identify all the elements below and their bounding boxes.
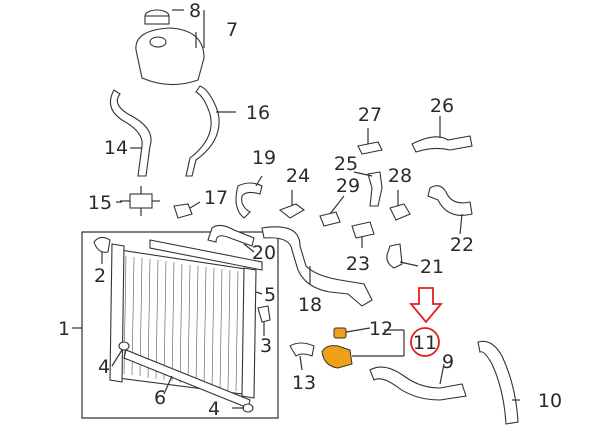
reservoir-cap-body <box>144 15 170 25</box>
hose-19 <box>235 182 263 219</box>
hose-9 <box>369 366 467 401</box>
radiator-right-tank <box>241 267 257 399</box>
label-6: 6 <box>154 387 166 409</box>
expansion-tank-group <box>135 9 205 86</box>
fitting-29 <box>319 211 341 227</box>
label-14: 14 <box>104 137 128 159</box>
hose-14 <box>109 89 152 177</box>
hose-24 <box>278 203 305 219</box>
label-2: 2 <box>94 265 106 287</box>
down-arrow-icon <box>409 287 443 324</box>
circle-highlight-icon <box>410 327 440 357</box>
expansion-tank-neck <box>149 36 167 48</box>
hose-26 <box>411 135 473 153</box>
label-4-upper: 4 <box>98 356 110 378</box>
label-24: 24 <box>286 165 310 187</box>
hose-22 <box>427 185 473 216</box>
label-11: 11 <box>413 332 437 354</box>
label-23: 23 <box>346 253 370 275</box>
label-3: 3 <box>260 335 272 357</box>
radiator-assembly <box>81 231 279 419</box>
pipe-18 <box>261 226 373 307</box>
label-25: 25 <box>334 153 358 175</box>
label-7: 7 <box>226 19 238 41</box>
lower-bushing-right <box>242 403 254 413</box>
label-1: 1 <box>58 318 70 340</box>
label-28: 28 <box>388 165 412 187</box>
mount-bracket <box>93 236 111 253</box>
hose-25 <box>367 171 383 207</box>
hose-20 <box>207 224 255 247</box>
expansion-tank <box>135 27 205 86</box>
label-12: 12 <box>369 318 393 340</box>
hose-21 <box>386 243 403 269</box>
callout-labels: 1 2 3 4 4 5 6 7 8 9 10 11 12 13 14 15 16… <box>58 0 562 420</box>
label-4-lower: 4 <box>208 398 220 420</box>
hose-27 <box>357 141 383 155</box>
label-20: 20 <box>252 242 276 264</box>
label-5: 5 <box>264 284 276 306</box>
label-10: 10 <box>538 390 562 412</box>
hose-10 <box>477 340 519 425</box>
hose-23 <box>351 221 375 239</box>
side-bracket <box>257 305 271 323</box>
label-22: 22 <box>450 234 474 256</box>
upper-mount-bar <box>149 239 263 271</box>
label-26: 26 <box>430 95 454 117</box>
label-16: 16 <box>246 102 270 124</box>
label-9: 9 <box>442 351 454 373</box>
leader-lines <box>72 9 520 409</box>
label-29: 29 <box>336 175 360 197</box>
connector-11 <box>321 345 353 369</box>
bolt-12 <box>333 327 347 339</box>
label-18: 18 <box>298 294 322 316</box>
label-19: 19 <box>252 147 276 169</box>
label-15: 15 <box>88 192 112 214</box>
fitting-15 <box>120 186 160 216</box>
label-13: 13 <box>292 372 316 394</box>
hose-16 <box>185 85 220 177</box>
fitting-17 <box>173 203 193 219</box>
label-27: 27 <box>358 104 382 126</box>
label-8: 8 <box>189 0 201 22</box>
fitting-28 <box>389 203 411 221</box>
label-17: 17 <box>204 187 228 209</box>
label-21: 21 <box>420 256 444 278</box>
hose-13 <box>289 342 315 357</box>
lower-bushing-left <box>118 341 130 351</box>
radiator-left-tank <box>109 243 125 383</box>
